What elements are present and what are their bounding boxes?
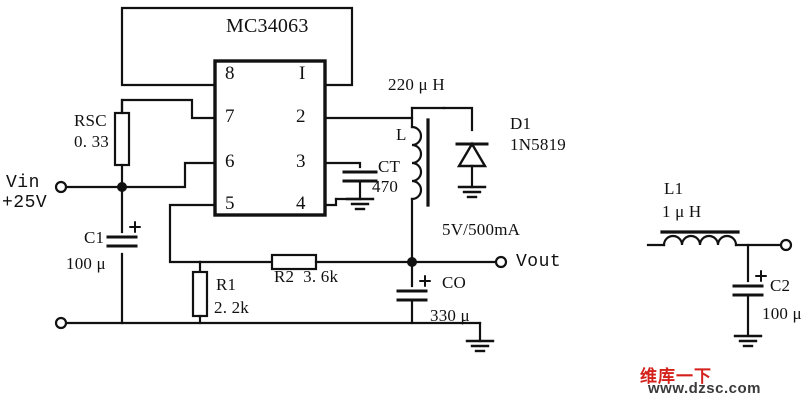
rsc-value-label: 0. 33 <box>74 132 109 151</box>
inductor-main-ref-label: L <box>396 125 407 144</box>
ct-value-label: 470 <box>372 177 399 196</box>
c1-ref-label: C1 <box>84 228 105 247</box>
c2-ref-label: C2 <box>770 276 791 295</box>
ground-symbol-ct <box>345 197 375 211</box>
vin-voltage-label: +25V <box>2 193 48 213</box>
r2-label: R2 3. 6k <box>274 267 339 286</box>
wire-diode-cathode-lead <box>442 106 474 132</box>
wire-pin6-to-vin-node <box>120 161 217 189</box>
ic-body <box>213 59 327 217</box>
terminal-vin-positive <box>54 180 68 194</box>
vout-name-label: Vout <box>516 252 562 272</box>
resistor-rsc-body <box>113 111 131 167</box>
ic-part-number-label: MC34063 <box>226 15 309 37</box>
ic-pin-8-label: 8 <box>225 63 235 84</box>
terminal-vout <box>494 255 508 269</box>
l1-ref-label: L1 <box>664 179 684 198</box>
c2-value-label: 100 μ <box>762 304 802 323</box>
terminal-vin-negative <box>54 316 68 330</box>
wire-pin4-stub <box>323 197 338 207</box>
r1-ref-label: R1 <box>216 275 237 294</box>
watermark-chinese-text: 维库一下 <box>640 367 712 386</box>
output-rating-label: 5V/500mA <box>442 220 521 239</box>
ground-symbol-d1 <box>457 185 487 199</box>
r2-value-label: 3. 6k <box>303 267 339 286</box>
inductor-main-value-label: 220 μ H <box>388 75 445 94</box>
ct-ref-label: CT <box>378 157 401 176</box>
l1-value-label: 1 μ H <box>662 202 702 221</box>
ic-pin-6-label: 6 <box>225 151 235 172</box>
wire-pin3-to-ct <box>323 161 362 169</box>
ic-pin-1-label: I <box>299 63 306 84</box>
inductor-l1-coil <box>662 234 738 247</box>
d1-ref-label: D1 <box>510 114 532 133</box>
ic-pin-4-label: 4 <box>296 193 306 214</box>
co-ref-label: CO <box>442 273 467 292</box>
watermark-url-text: www.dzsc.com <box>648 380 761 397</box>
resistor-r1-body <box>191 270 209 318</box>
vin-name-label: Vin <box>6 173 40 193</box>
ic-pin-7-label: 7 <box>225 106 235 127</box>
rsc-ref-label: RSC <box>74 111 107 130</box>
terminal-filter-output <box>779 238 793 252</box>
c1-value-label: 100 μ <box>66 254 106 273</box>
r1-value-label: 2. 2k <box>214 298 249 317</box>
ic-pin-3-label: 3 <box>296 151 306 172</box>
co-value-label: 330 μ <box>430 306 470 325</box>
inductor-main-coil <box>410 125 423 201</box>
ic-pin-5-label: 5 <box>225 193 235 214</box>
d1-value-label: 1N5819 <box>510 135 566 154</box>
wire-pin1-to-pin8-loop <box>120 6 354 87</box>
ic-pin-2-label: 2 <box>296 106 306 127</box>
diode-d1-triangle <box>456 141 488 168</box>
r2-ref-label: R2 <box>274 267 295 286</box>
wire-pin7-to-rsc-top <box>120 98 217 120</box>
ground-symbol-main <box>465 339 495 353</box>
wire-pin5-to-feedback <box>168 203 217 264</box>
